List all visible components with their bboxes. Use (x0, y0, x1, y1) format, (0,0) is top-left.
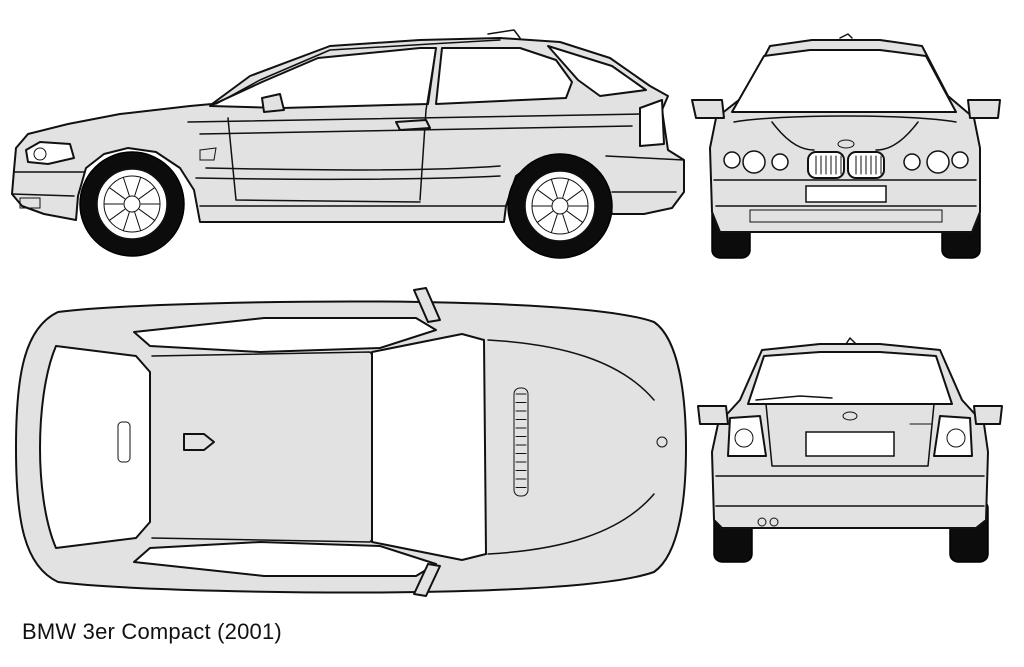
rear-view (697, 337, 1003, 563)
rear-right-mirror (973, 405, 1003, 425)
side-view (11, 29, 685, 259)
wheel-spoke (562, 214, 570, 234)
drawing-caption: BMW 3er Compact (2001) (22, 619, 282, 644)
front-plate (805, 185, 887, 203)
rear-quarter-glass (547, 45, 647, 97)
tail-light-right (933, 415, 973, 457)
wheel-spoke (108, 187, 126, 200)
windshield (731, 49, 957, 113)
rear-side-window (435, 47, 573, 105)
windshield-top (371, 333, 487, 561)
tail-light-left (727, 415, 767, 457)
front-wheel (79, 151, 185, 257)
door-handle (395, 119, 431, 131)
wheel-spoke (122, 176, 130, 196)
wheel-spoke (536, 189, 554, 202)
top-mirror-lower (413, 563, 441, 597)
wheel-spoke (122, 212, 130, 232)
wheel-spoke (134, 176, 142, 196)
wheel-spoke (138, 208, 156, 221)
top-view (15, 287, 687, 597)
rear-glass (747, 351, 953, 405)
roof-antenna (183, 433, 215, 451)
top-window-left-lower (133, 541, 437, 577)
wheel-spoke (550, 214, 558, 234)
wheel-spoke (108, 208, 126, 221)
rear-light-side (639, 99, 665, 147)
wheel-spoke (550, 178, 558, 198)
top-window-left-upper (133, 317, 437, 353)
rear-window-top (39, 345, 151, 549)
top-mirror-upper (413, 287, 441, 323)
wheel-spoke (562, 178, 570, 198)
side-mirror (261, 93, 285, 113)
front-right-mirror (967, 99, 1001, 119)
wheel-spoke (536, 210, 554, 223)
wheel-spoke (566, 210, 584, 223)
rear-left-mirror (697, 405, 729, 425)
front-side-window (209, 47, 437, 109)
wheel-spoke (134, 212, 142, 232)
headlight-side (25, 141, 75, 165)
wheel-spoke (566, 189, 584, 202)
rear-plate (805, 431, 895, 457)
wheel-spoke (138, 187, 156, 200)
front-view (691, 33, 1001, 259)
rear-wheel (507, 153, 613, 259)
front-left-mirror (691, 99, 725, 119)
